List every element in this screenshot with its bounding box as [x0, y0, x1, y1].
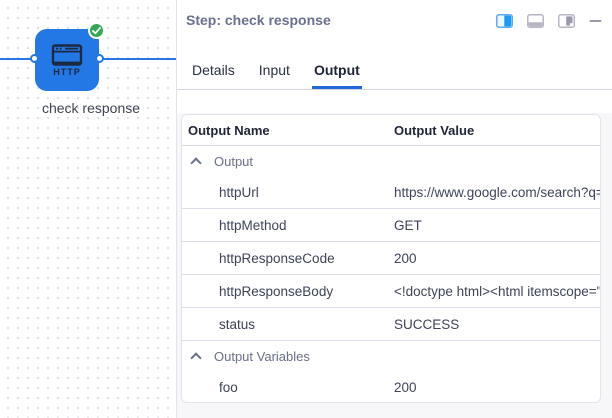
- table-group-row[interactable]: Output: [182, 146, 600, 176]
- output-port[interactable]: [95, 54, 104, 63]
- table-group-row[interactable]: Output Variables: [182, 341, 600, 371]
- column-header-output-value: Output Value: [394, 122, 475, 138]
- panel-window-controls: [496, 12, 602, 28]
- chevron-up-icon[interactable]: [191, 351, 201, 361]
- http-task-node[interactable]: HTTP: [30, 22, 105, 91]
- output-value-cell: <!doctype html><html itemscope=": [394, 283, 600, 299]
- chevron-up-icon[interactable]: [191, 156, 201, 166]
- output-name-cell: httpResponseCode: [219, 250, 335, 266]
- node-type-label: HTTP: [53, 66, 81, 77]
- output-name-cell: httpMethod: [219, 217, 287, 233]
- step-details-panel: Step: check response: [176, 0, 612, 418]
- tab-input[interactable]: Input: [258, 62, 290, 78]
- check-icon: [92, 26, 101, 34]
- panel-tabs: Details Input Output: [177, 44, 612, 90]
- table-row: status SUCCESS: [182, 308, 600, 341]
- output-value-cell: GET: [394, 217, 422, 233]
- group-label: Output Variables: [214, 348, 310, 364]
- split-view-layout-icon[interactable]: [496, 14, 513, 28]
- tab-details[interactable]: Details: [192, 62, 235, 78]
- output-name-cell: foo: [219, 380, 238, 395]
- table-header-row: Output Name Output Value: [182, 115, 600, 146]
- panel-header: Step: check response: [177, 0, 612, 38]
- output-name-cell: status: [219, 316, 256, 332]
- minimize-icon[interactable]: [589, 14, 602, 28]
- group-label: Output: [214, 153, 254, 169]
- column-header-output-name: Output Name: [188, 122, 270, 138]
- output-name-cell: httpUrl: [219, 184, 259, 200]
- output-value-cell: https://www.google.com/search?q=: [394, 184, 600, 200]
- output-value-cell: 200: [394, 250, 417, 266]
- sequence-flow-right: [98, 58, 176, 60]
- table-row: httpMethod GET: [182, 209, 600, 242]
- browser-window-icon: [51, 43, 83, 66]
- tab-output[interactable]: Output: [312, 44, 362, 89]
- sequence-flow-left: [0, 58, 36, 60]
- bottom-panel-layout-icon[interactable]: [527, 14, 544, 28]
- panel-title: Step: check response: [186, 12, 331, 28]
- table-row: httpResponseCode 200: [182, 242, 600, 275]
- table-row: httpResponseBody <!doctype html><html ite…: [182, 275, 600, 308]
- node-label: check response: [41, 100, 141, 116]
- output-table-body: Output httpUrl https://www.google.com/sear…: [182, 146, 600, 402]
- table-row: foo 200: [182, 371, 600, 402]
- output-name-cell: httpResponseBody: [219, 283, 334, 299]
- output-value-cell: 200: [394, 380, 417, 395]
- workflow-canvas[interactable]: HTTP check response: [0, 0, 176, 418]
- input-port[interactable]: [30, 54, 39, 63]
- output-value-cell: SUCCESS: [394, 316, 460, 332]
- right-panel-layout-icon[interactable]: [558, 14, 575, 28]
- table-row: httpUrl https://www.google.com/search?q=: [182, 176, 600, 209]
- success-check-badge: [88, 22, 105, 39]
